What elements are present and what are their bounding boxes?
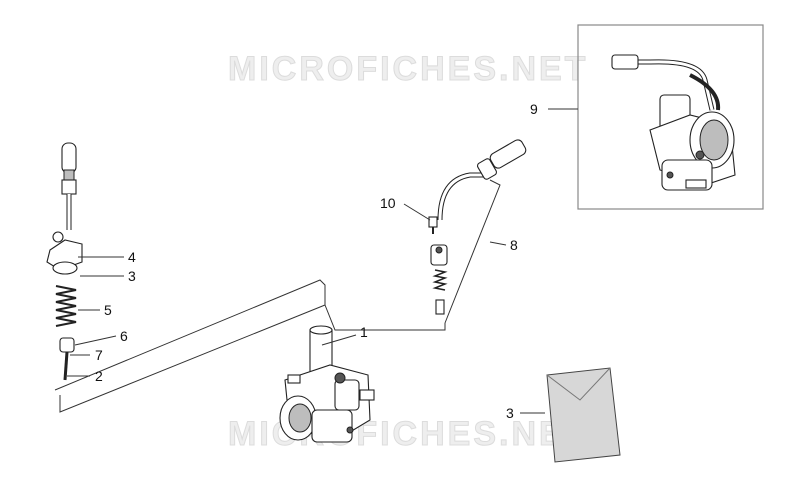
callout-4: 4 (128, 249, 136, 265)
leader-1 (321, 334, 357, 346)
callout-9: 9 (530, 101, 538, 117)
callout-7: 7 (95, 347, 103, 363)
routing-frame-right (444, 179, 501, 324)
manual-bag (546, 367, 621, 463)
choke-cable (437, 139, 527, 221)
watermark-top: MICROFICHES.NET (228, 50, 588, 88)
callout-2: 2 (95, 368, 103, 384)
routing-frame-center (324, 304, 446, 331)
routing-frame-left (54, 279, 326, 413)
callout-10: 10 (380, 195, 396, 211)
callout-5: 5 (104, 302, 112, 318)
carburettor (279, 325, 375, 443)
leader-10 (403, 203, 431, 221)
callout-3-spring-seat: 3 (128, 268, 136, 284)
inset-carburettor-assembly (611, 54, 736, 191)
spring (55, 285, 77, 327)
callout-6: 6 (120, 328, 128, 344)
leader-6 (74, 335, 117, 346)
callout-8: 8 (510, 237, 518, 253)
screw-and-fitting (428, 216, 448, 315)
throttle-cable-assembly (46, 142, 83, 381)
callout-3-manual: 3 (506, 405, 514, 421)
callout-1: 1 (360, 324, 368, 340)
inset-frame (577, 24, 764, 210)
leader-8 (489, 241, 507, 246)
